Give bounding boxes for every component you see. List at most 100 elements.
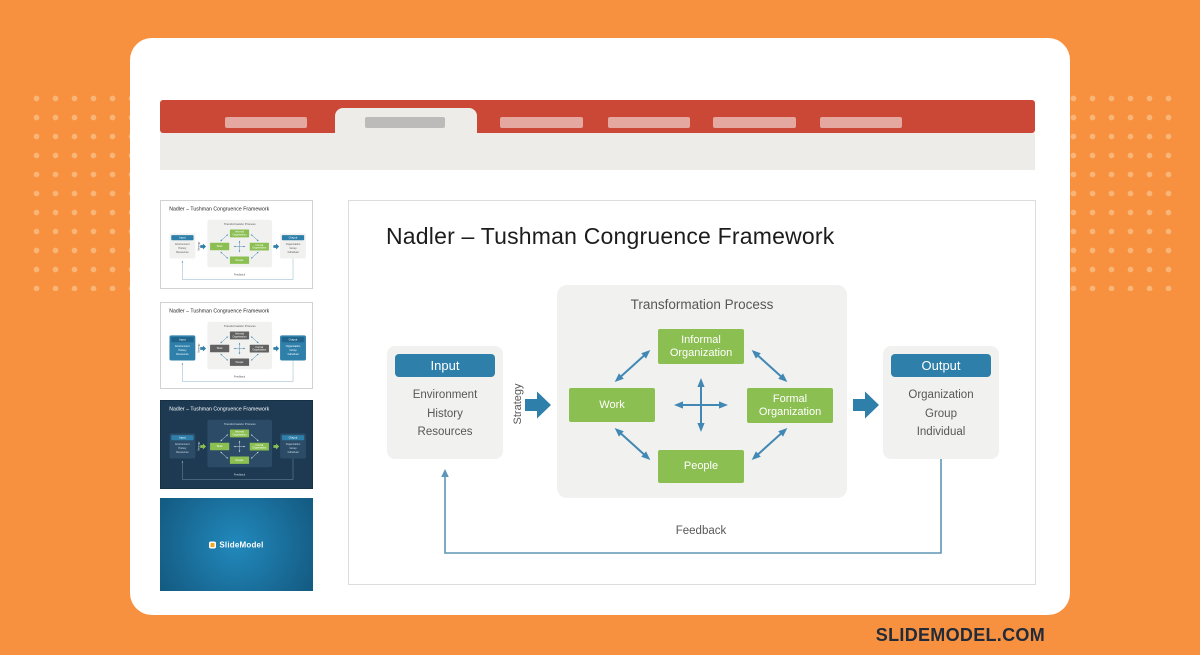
thumbnail-preview: Nadler – Tushman Congruence Framework Tr… [161,303,312,388]
slide-title: Nadler – Tushman Congruence Framework [169,405,270,412]
congruence-diagram: Nadler – Tushman Congruence Framework Tr… [161,401,312,487]
sidebar-thumbnail-3[interactable]: Nadler – Tushman Congruence Framework Tr… [160,400,313,489]
feedback-label: Feedback [233,473,246,476]
output-items: Organization Group Individual [280,242,306,254]
strategy-block-arrow-icon [200,345,207,352]
feedback-loop-arrow [181,258,294,280]
output-panel: Output Organization Group Individual [280,433,306,459]
input-item: Environment [175,344,190,348]
strategy-block-arrow-icon [525,391,551,419]
double-arrow-work-informal [219,233,229,243]
people-box: People [658,450,744,483]
slidemodel-logo-icon [209,541,217,548]
double-arrow-work-people [219,250,229,260]
input-header: Input [171,235,194,241]
output-item: Individual [287,251,299,254]
thumbnail-preview: Nadler – Tushman Congruence Framework Tr… [161,401,312,488]
transformation-process-panel: Transformation Process [207,219,273,268]
sidebar-thumbnail-1[interactable]: Nadler – Tushman Congruence Framework Tr… [160,200,313,289]
formal-organization-box: Formal Organization [747,388,833,423]
strategy-block-arrow-icon [200,243,207,250]
output-block-arrow-icon [273,345,280,352]
input-item: History [427,407,463,420]
double-arrow-people-formal [250,450,260,460]
input-items: Environment History Resources [169,242,195,254]
output-item: Group [289,349,297,352]
double-arrow-people-formal [250,352,260,362]
output-item: Organization [285,442,301,446]
informal-organization-box: Informal Organization [229,229,250,238]
double-arrow-work-informal [219,433,229,443]
output-item: Individual [916,426,966,438]
input-items: Environment History Resources [169,442,195,454]
ribbon-tab-active-label-placeholder [365,117,445,128]
slidemodel-logo-text: SlideModel [219,540,264,549]
double-arrow-informal-formal [250,335,260,345]
diagram-arrows [181,233,294,280]
output-block-arrow-icon [273,443,280,450]
ribbon-tab-placeholder[interactable] [500,117,583,128]
transformation-process-label: Transformation Process [630,297,774,312]
output-header: Output [281,337,305,343]
congruence-diagram: Nadler – Tushman Congruence Framework Tr… [161,303,312,388]
output-panel: Output Organization Group Individual [280,335,306,361]
slide-title: Nadler – Tushman Congruence Framework [169,307,270,314]
center-cross-arrows [233,440,246,453]
informal-organization-box: Informal Organization [658,329,744,364]
double-arrow-work-people [611,424,654,464]
diagram-arrows [181,335,294,382]
work-box: Work [210,442,230,451]
dot-pattern-left [27,89,141,291]
double-arrow-informal-formal [250,433,260,443]
ribbon-tab-placeholder[interactable] [820,117,902,128]
diagram-arrows [181,433,294,480]
input-header: Input [395,354,495,377]
input-item: Resources [176,353,189,356]
input-item: History [178,349,187,352]
ribbon-tab-placeholder[interactable] [713,117,796,128]
feedback-label: Feedback [233,375,246,378]
informal-organization-box: Informal Organization [229,331,250,340]
input-panel: Input Environment History Resources [169,233,196,259]
input-item: Resources [176,251,189,254]
sidebar-thumbnail-4[interactable]: SlideModel [160,498,313,591]
output-items: Organization Group Individual [280,442,306,454]
double-arrow-work-informal [611,346,654,386]
transformation-process-panel: Transformation Process [207,419,273,468]
output-block-arrow-icon [273,243,280,250]
output-panel: Output Organization Group Individual [280,233,306,259]
input-item: Environment [412,389,478,401]
work-box: Work [210,242,230,251]
sidebar-thumbnail-2[interactable]: Nadler – Tushman Congruence Framework Tr… [160,302,313,389]
feedback-loop-arrow [181,360,294,382]
center-cross-arrows [233,342,246,355]
double-arrow-people-formal [748,424,791,464]
ribbon-tab-placeholder[interactable] [608,117,690,128]
slide-canvas: Nadler – Tushman Congruence Framework Tr… [348,200,1036,585]
people-box: People [229,256,250,264]
output-item: Organization [908,389,974,401]
output-item: Organization [285,344,301,348]
work-box: Work [569,388,655,422]
work-box: Work [210,344,230,353]
strategy-label: Strategy [197,343,201,353]
diagram-arrows [441,346,942,554]
double-arrow-informal-formal [250,233,260,243]
output-block-arrow-icon [853,391,879,419]
input-header: Input [171,337,194,343]
output-item: Group [289,247,297,250]
feedback-loop-arrow [181,458,294,480]
feedback-label: Feedback [675,525,727,537]
congruence-diagram: Nadler – Tushman Congruence Framework Tr… [349,201,1035,584]
informal-organization-box: Informal Organization [229,429,250,438]
output-item: Individual [287,451,299,454]
input-items: Environment History Resources [387,386,503,442]
double-arrow-informal-formal [748,346,791,386]
double-arrow-people-formal [250,250,260,260]
strategy-label: Strategy [197,241,201,251]
formal-organization-box: Formal Organization [249,242,269,251]
output-item: Organization [285,242,301,246]
ribbon-toolbar-area [160,133,1035,170]
ribbon-tab-placeholder[interactable] [225,117,307,128]
